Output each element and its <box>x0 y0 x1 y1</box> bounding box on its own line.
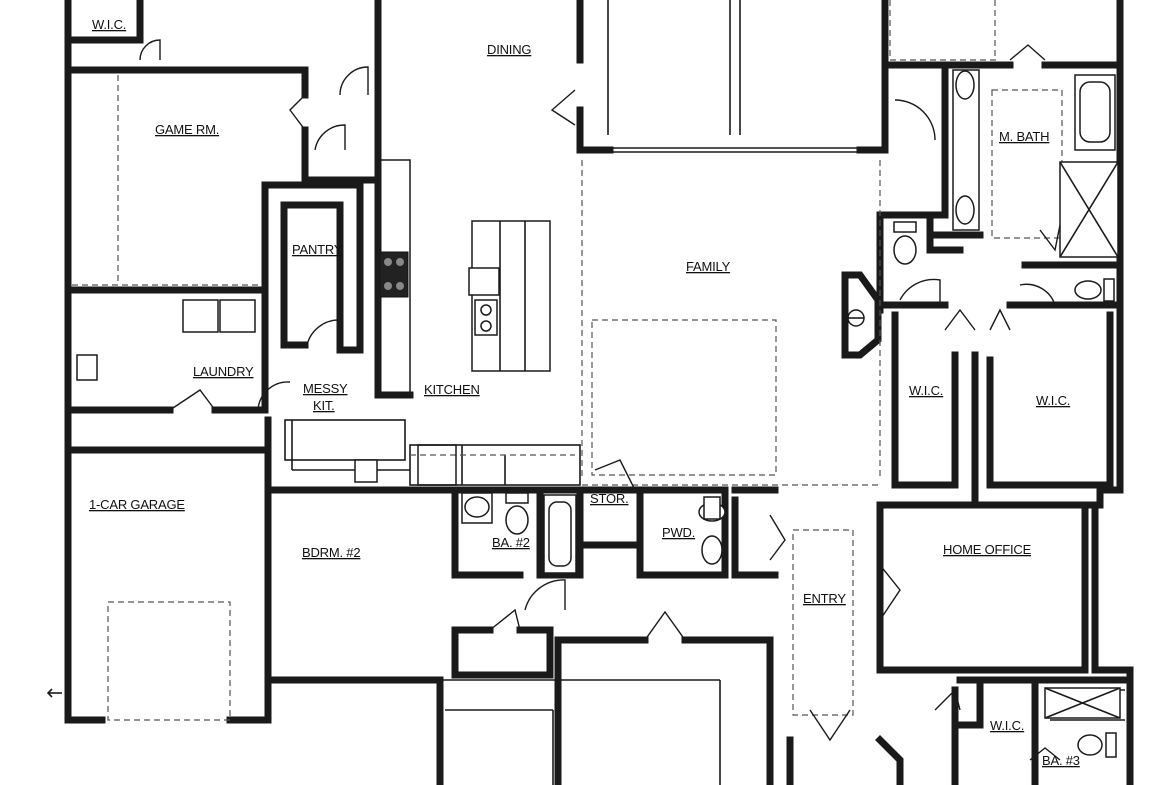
arrow-icon <box>46 688 62 698</box>
label-messy-kit-line2: KIT. <box>313 398 335 413</box>
walls <box>64 0 1134 785</box>
label-storage: STOR. <box>590 491 629 506</box>
fireplace-icon <box>847 309 865 327</box>
label-dining: DINING <box>487 42 531 57</box>
room-labels: W.I.C. DINING GAME RM. PANTRY FAMILY M. … <box>89 17 1080 768</box>
label-laundry: LAUNDRY <box>193 364 254 379</box>
label-wic-master-right: W.I.C. <box>1036 393 1070 408</box>
sink-icon <box>354 69 980 565</box>
label-bedroom-2: BDRM. #2 <box>302 545 360 560</box>
label-messy-kit-line1: MESSY <box>303 381 348 396</box>
label-family: FAMILY <box>686 259 731 274</box>
kitchen-counter <box>379 159 411 396</box>
label-entry: ENTRY <box>803 591 846 606</box>
shower-icon <box>1044 161 1121 719</box>
toilet-icon <box>505 221 1117 758</box>
label-bath-3: BA. #3 <box>1042 753 1080 768</box>
kitchen-island <box>468 220 551 372</box>
label-powder: PWD. <box>662 525 695 540</box>
label-kitchen: KITCHEN <box>424 382 480 397</box>
bathtub-icon <box>543 74 1116 574</box>
label-home-office: HOME OFFICE <box>943 542 1032 557</box>
washer-dryer-icon <box>76 299 256 381</box>
cooktop-icon <box>379 251 409 298</box>
label-wic-master-left: W.I.C. <box>909 383 943 398</box>
door-swings <box>139 39 1061 761</box>
label-wic-top-left: W.I.C. <box>92 17 126 32</box>
label-bath-2: BA. #2 <box>492 535 530 550</box>
label-game-room: GAME RM. <box>155 122 219 137</box>
label-garage: 1-CAR GARAGE <box>89 497 185 512</box>
label-master-bath: M. BATH <box>999 129 1049 144</box>
label-wic-bottom-right: W.I.C. <box>990 718 1024 733</box>
thin-lines <box>72 0 1125 785</box>
label-pantry: PANTRY <box>292 242 343 257</box>
